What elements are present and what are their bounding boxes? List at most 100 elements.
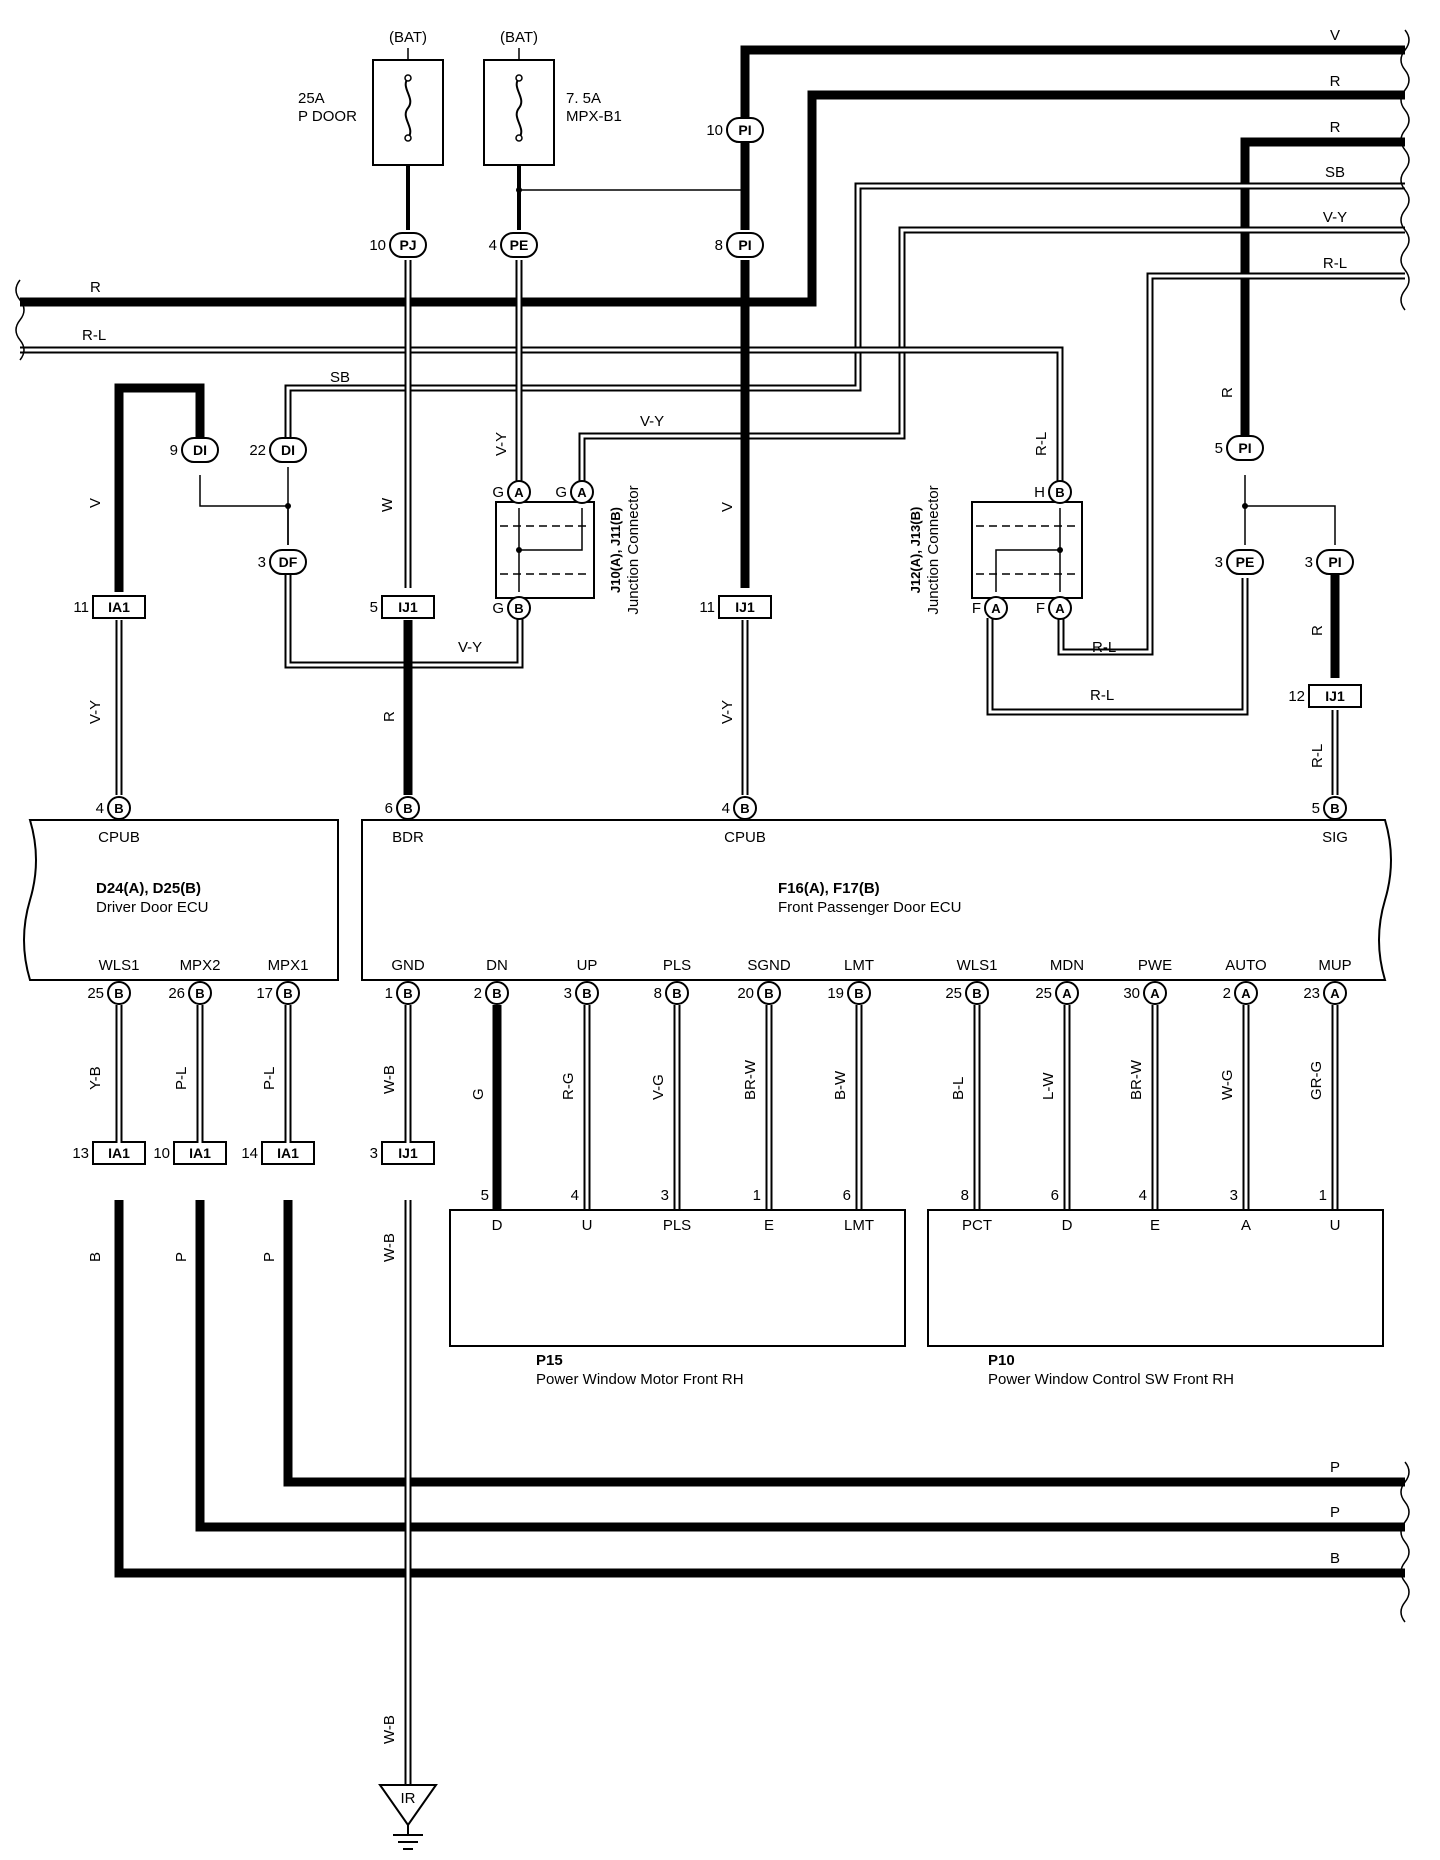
connector-pin-pe-top: PE4 [489,232,538,258]
ecu-id: F16(A), F17(B) [778,880,880,897]
ecu-pin-mpx2: B26 [168,981,212,1005]
wire-label: W-B [381,1233,398,1262]
junction-pin-j12-fa1: AF [972,596,1008,620]
pin-number: 3 [370,1145,378,1162]
pin-number: 6 [843,1187,851,1204]
wire-label: R [1309,625,1326,636]
fuse-source: (BAT) [389,29,427,46]
pin-conn: A [1330,986,1340,1001]
pin-number: 1 [753,1187,761,1204]
pin-conn: B [195,986,204,1001]
pin-number: 20 [737,985,754,1002]
wire-label: P-L [173,1067,190,1090]
pin-letter: G [492,484,504,501]
connector-code: IA1 [108,599,130,615]
pin-number: 19 [827,985,844,1002]
wire-label: V-Y [1323,209,1347,226]
pin-code: PI [1328,554,1341,570]
pin-conn: B [740,801,749,816]
component-pin-name: E [1150,1217,1160,1234]
wire-label: B [1330,1550,1340,1567]
wire-label: V [1330,27,1340,44]
component-pin-name: PCT [962,1217,992,1234]
wire-label: V-Y [719,700,736,724]
ecu-pin-wls1: B25 [945,981,989,1005]
ecu-pin-name: MPX1 [268,957,309,974]
pin-number: 25 [1035,985,1052,1002]
pin-number: 4 [571,1187,579,1204]
pin-number: 9 [170,442,178,459]
pin-conn: B [114,801,123,816]
wire-label: W [379,497,396,512]
wire-label: R-L [1309,744,1326,768]
pin-number: 6 [385,800,393,817]
pin-code: DF [279,554,298,570]
pin-number: 3 [661,1187,669,1204]
wire-label: V [719,502,736,512]
pin-number: 5 [370,599,378,616]
wire-label: P [1330,1459,1340,1476]
pin-number: 4 [96,800,104,817]
wire-label: P [261,1252,278,1262]
pin-number: 1 [1319,1187,1327,1204]
ecu-pin-auto: A2 [1223,981,1258,1005]
junction-id: J12(A), J13(B) [908,507,923,594]
pin-number: 6 [1051,1187,1059,1204]
ecu-pin-wls1: B25 [87,981,131,1005]
connector-pin-pi-8: PI8 [715,232,764,258]
pin-conn: A [1150,986,1160,1001]
fuse-name: P DOOR [298,108,357,125]
junction-j10-j11: J10(A), J11(B) Junction Connector [495,485,642,615]
ecu-pin-pwe: A30 [1123,981,1167,1005]
connector-code: IA1 [189,1145,211,1161]
fuse-rating: 7. 5A [566,90,601,107]
junction-pin-j10-ga1: AG [492,480,531,504]
wire-label: Y-B [87,1066,104,1090]
ecu-pin-name: PWE [1138,957,1172,974]
ecu-pin-name: PLS [663,957,691,974]
component-pin-name: LMT [844,1217,874,1234]
pin-number: 2 [1223,985,1231,1002]
pin-code: PI [738,122,751,138]
pin-number: 13 [72,1145,89,1162]
pin-number: 25 [945,985,962,1002]
wire-label: BR-W [1128,1059,1145,1100]
connector-pin-df-3: DF3 [258,549,307,575]
component-pin-name: A [1241,1217,1251,1234]
component-name: Power Window Control SW Front RH [988,1371,1234,1388]
pin-code: DI [281,442,295,458]
pin-number: 12 [1288,688,1305,705]
ecu-pin-name: MDN [1050,957,1084,974]
pin-letter: F [972,600,981,617]
component-pin-name: D [1062,1217,1073,1234]
wire-label: R [1330,119,1341,136]
wire-label: R [381,711,398,722]
wire-label: R-L [1092,639,1116,656]
pin-number: 14 [241,1145,258,1162]
wire-label: V [87,498,104,508]
connector-code: IJ1 [735,599,755,615]
component-pin-name: D [492,1217,503,1234]
wire-label: SB [330,369,350,386]
ecu-pin-name: CPUB [724,829,766,846]
component-pin-name: U [582,1217,593,1234]
pin-conn: B [764,986,773,1001]
connector-pin-pi-3: PI3 [1305,549,1354,575]
connector-code: IJ1 [398,599,418,615]
wire-label: V-Y [640,413,664,430]
ecu-pin-name: SGND [747,957,791,974]
ecu-pin-mpx1: B17 [256,981,300,1005]
wire-label: P [173,1252,190,1262]
pin-letter: G [555,484,567,501]
pin-conn: A [514,485,524,500]
wire-label: R-L [1033,432,1050,456]
ecu-pin-name: SIG [1322,829,1348,846]
pin-number: 5 [1215,440,1223,457]
